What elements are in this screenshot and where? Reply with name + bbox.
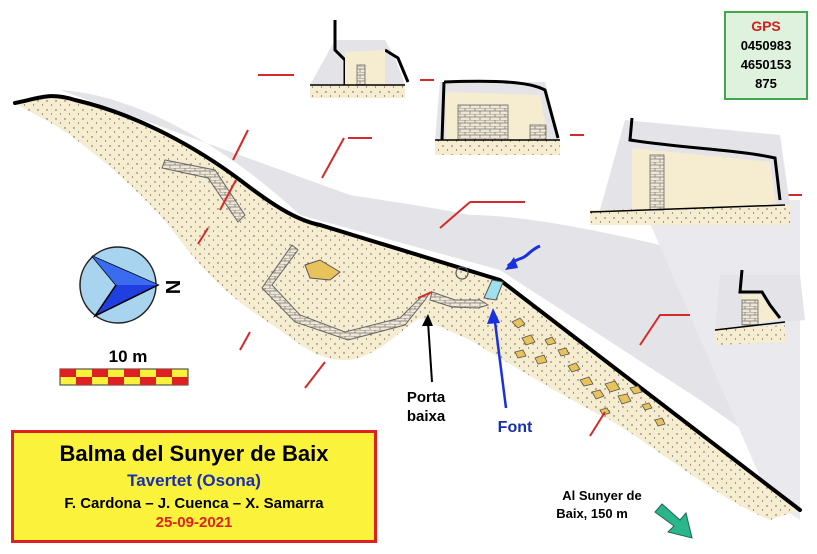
cave-location: Tavertet (Osona)	[127, 471, 261, 490]
porta-label-line2: baixa	[407, 408, 446, 425]
hearth-ring	[455, 266, 469, 280]
north-letter: N	[163, 280, 185, 294]
font-arrowhead-icon	[487, 308, 500, 324]
porta-baixa-gap	[417, 291, 433, 299]
route-label-line1: Al Sunyer de	[562, 488, 641, 503]
water-drip-arrowhead	[505, 257, 518, 270]
survey-date: 25-09-2021	[155, 514, 233, 531]
drip-line	[13, 94, 802, 512]
boulder	[304, 259, 341, 281]
cross-section-4	[714, 269, 805, 345]
rock-shadow	[60, 90, 800, 470]
gps-x: 0450983	[740, 38, 792, 53]
title-box: Balma del Sunyer de Baix Tavertet (Osona…	[11, 430, 377, 543]
cross-section-1	[310, 20, 410, 98]
cross-section-2	[435, 79, 560, 155]
gps-label: GPS	[751, 18, 781, 34]
gps-y: 4650153	[740, 57, 792, 72]
scale-bar: 10 m	[59, 347, 189, 386]
font-label: Font	[498, 419, 533, 436]
section-lines	[197, 74, 803, 437]
gps-box: GPS 0450983 4650153 875	[724, 11, 808, 100]
rockfall-blocks	[511, 317, 666, 427]
porta-arrowhead-icon	[422, 314, 433, 326]
inner-walls	[161, 159, 490, 341]
water-source	[483, 279, 504, 301]
route-label-line2: Baix, 150 m	[556, 506, 628, 521]
cave-name: Balma del Sunyer de Baix	[59, 441, 329, 466]
route-arrow-icon	[654, 503, 693, 539]
porta-label-line1: Porta	[407, 389, 446, 406]
scale-label: 10 m	[109, 347, 148, 366]
survey-authors: F. Cardona – J. Cuenca – X. Samarra	[64, 495, 324, 512]
gps-altitude: 875	[755, 76, 777, 91]
cross-section-3	[589, 117, 790, 225]
porta-arrow	[427, 321, 433, 383]
compass: N	[79, 246, 185, 324]
font-arrow	[493, 321, 508, 409]
